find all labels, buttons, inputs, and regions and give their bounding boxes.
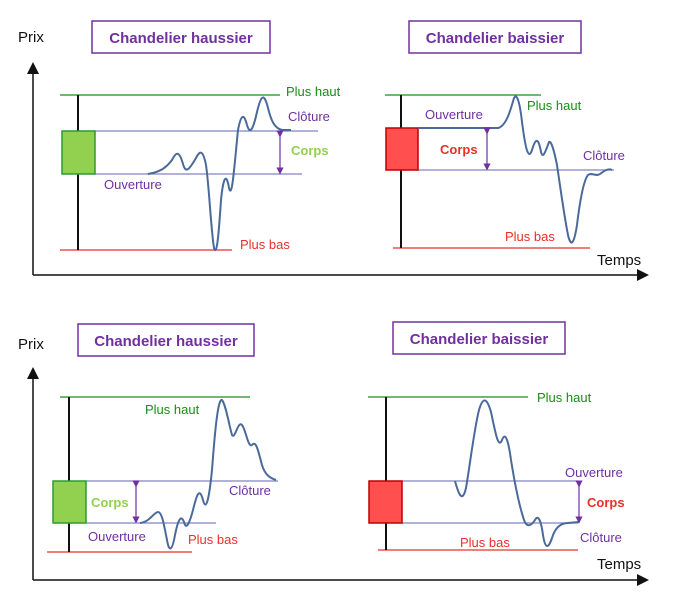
bottom-bear-body — [368, 480, 403, 524]
top-bull-high-label: Plus haut — [286, 84, 341, 99]
bottom-bull-open-label: Ouverture — [88, 529, 146, 544]
top-bear-price-curve — [418, 95, 613, 244]
bottom-bear-title-box — [392, 321, 566, 355]
top-bear-open-label: Ouverture — [425, 107, 483, 122]
bottom-bull-low-label: Plus bas — [188, 532, 238, 547]
top-bull-low-label: Plus bas — [240, 237, 290, 252]
bottom-bull-title: Chandelier haussier — [94, 333, 238, 350]
top-bull-price-curve — [147, 96, 291, 251]
bottom-bear-high-label: Plus haut — [537, 390, 592, 405]
top-bear-high-label: Plus haut — [527, 98, 582, 113]
top-bear-low-label: Plus bas — [505, 229, 555, 244]
top-bull-open-label: Ouverture — [104, 177, 162, 192]
top-bull-body-label: Corps — [291, 143, 329, 158]
bottom-y-axis-label: Prix — [18, 336, 44, 353]
bottom-bear-title: Chandelier baissier — [410, 331, 549, 348]
top-bear-title: Chandelier baissier — [426, 30, 565, 47]
top-bear-close-label: Clôture — [583, 148, 625, 163]
top-bull-title: Chandelier haussier — [109, 30, 253, 47]
bottom-bull-close-label: Clôture — [229, 483, 271, 498]
bottom-panel: Prix Temps Chandelier haussier Plus haut… — [18, 321, 649, 586]
bottom-bear-price-curve — [454, 399, 580, 547]
bottom-bull-title-box — [77, 323, 255, 357]
bottom-x-axis-label: Temps — [597, 556, 641, 573]
top-bear-title-box — [408, 20, 582, 54]
top-x-axis-label: Temps — [597, 252, 641, 269]
top-bear-candle-group: Chandelier baissier Ouverture Plus haut … — [385, 20, 625, 249]
bottom-bull-high-label: Plus haut — [145, 402, 200, 417]
bottom-bear-open-label: Ouverture — [565, 465, 623, 480]
bottom-bull-price-curve — [139, 398, 277, 550]
top-panel: Prix Temps Chandelier haussier Plus haut… — [18, 20, 649, 281]
bottom-bear-candle-group: Chandelier baissier Plus haut Ouverture … — [368, 321, 625, 551]
bottom-bear-body-label: Corps — [587, 495, 625, 510]
top-bull-close-label: Clôture — [288, 109, 330, 124]
top-y-axis-label: Prix — [18, 29, 44, 46]
bottom-bull-body — [52, 480, 87, 524]
top-bull-body — [61, 130, 96, 175]
bottom-bear-low-label: Plus bas — [460, 535, 510, 550]
top-bull-title-box — [91, 20, 271, 54]
top-bear-body-label: Corps — [440, 142, 478, 157]
bottom-bear-close-label: Clôture — [580, 530, 622, 545]
bottom-bull-candle-group: Chandelier haussier Plus haut Corps Clôt… — [47, 323, 278, 553]
top-bull-candle-group: Chandelier haussier Plus haut Clôture Co… — [60, 20, 341, 252]
top-bear-body — [385, 127, 419, 171]
bottom-bull-body-label: Corps — [91, 495, 129, 510]
